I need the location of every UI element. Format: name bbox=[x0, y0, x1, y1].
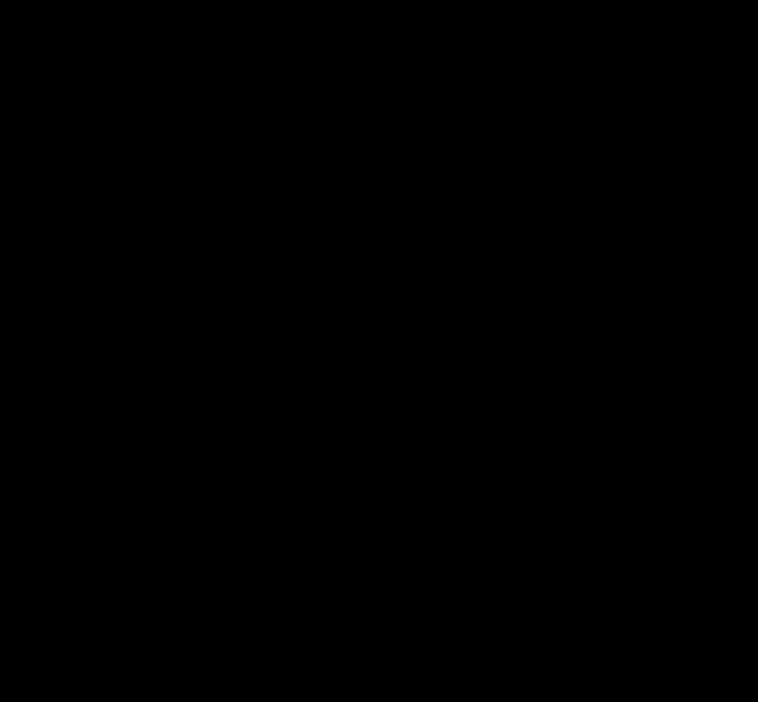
production-subsystem-text: Производственная подсистема bbox=[71, 250, 189, 285]
marketing-subsystem-text: Маркетинговая подсистема bbox=[523, 248, 622, 283]
financial-subsystem-text: Финансовая подсистема bbox=[320, 251, 399, 285]
marketing-subsystem-box: Маркетинговая подсистема bbox=[489, 232, 656, 299]
crisis-title: Кризисный процесс bbox=[9, 334, 139, 400]
development-matrix: Матрица развития bbox=[469, 330, 550, 446]
financial-subsystem-box: Финансовая подсистема bbox=[278, 237, 441, 299]
finance-text: Финансово-кредитная система государства bbox=[567, 36, 710, 71]
normative-text: Норми-рованная матрица bbox=[277, 361, 337, 413]
observation-letter: н bbox=[701, 102, 711, 118]
matrix-method-label: Матричный метод оперативного контроля bbox=[210, 463, 500, 479]
state-support-text: Государственная поддержка и нормативно-п… bbox=[19, 14, 295, 66]
management-box: Менеджмент малого предприятия bbox=[144, 146, 651, 205]
current-state-text: Матрица текущего состояния bbox=[168, 368, 234, 421]
finance-box: Финансово-кредитная система государства bbox=[522, 4, 755, 103]
transition-matrix: Матрица перехода bbox=[373, 330, 453, 446]
observation-letter: ю bbox=[700, 168, 712, 184]
observation-letter: б bbox=[702, 135, 710, 151]
observation-letter: н bbox=[701, 217, 711, 234]
observation-letter: е bbox=[702, 201, 710, 217]
management-text: Менеджмент малого предприятия bbox=[281, 167, 514, 184]
sustainable-development-box: Наличие устойчивого развития по областям… bbox=[119, 539, 650, 587]
observation-label: н а б л ю д е н и е bbox=[697, 102, 715, 267]
transition-text: Матрица перехода bbox=[384, 371, 442, 405]
state-support-box: Государственная поддержка и нормативно-п… bbox=[14, 4, 300, 103]
market-text: Предпринимательская среда, конкурентный … bbox=[320, 36, 506, 71]
production-subsystem-box: Производственная подсистема bbox=[37, 234, 223, 301]
normative-matrix: Норми-рованная матрица bbox=[266, 328, 348, 446]
observation-letter: д bbox=[702, 184, 710, 201]
stable-state-box: Бескризисное состояние системы Устойчиво… bbox=[588, 329, 753, 448]
sustainable-development-text: Наличие устойчивого развития по областям… bbox=[191, 555, 578, 571]
control-actions-text: Введение управляющих воздействий по обла… bbox=[173, 642, 597, 658]
current-state-matrix: Матрица текущего состояния bbox=[152, 335, 250, 454]
development-text: Матрица развития bbox=[481, 371, 538, 405]
crisis-process-box: Кризисный процесс банкротство диверсифик… bbox=[8, 333, 140, 489]
control-actions-box: Введение управляющих воздействий по обла… bbox=[59, 618, 711, 682]
stable-state-text: Бескризисное состояние системы Устойчиво… bbox=[592, 362, 749, 415]
observation-letter: а bbox=[702, 118, 710, 135]
observation-letter: л bbox=[702, 151, 710, 168]
crisis-items: банкротство диверсификация прекращение д… bbox=[21, 403, 127, 473]
observation-letter: е bbox=[702, 250, 710, 267]
observation-letter: и bbox=[701, 234, 711, 250]
market-box: Предпринимательская среда, конкурентный … bbox=[318, 4, 508, 103]
